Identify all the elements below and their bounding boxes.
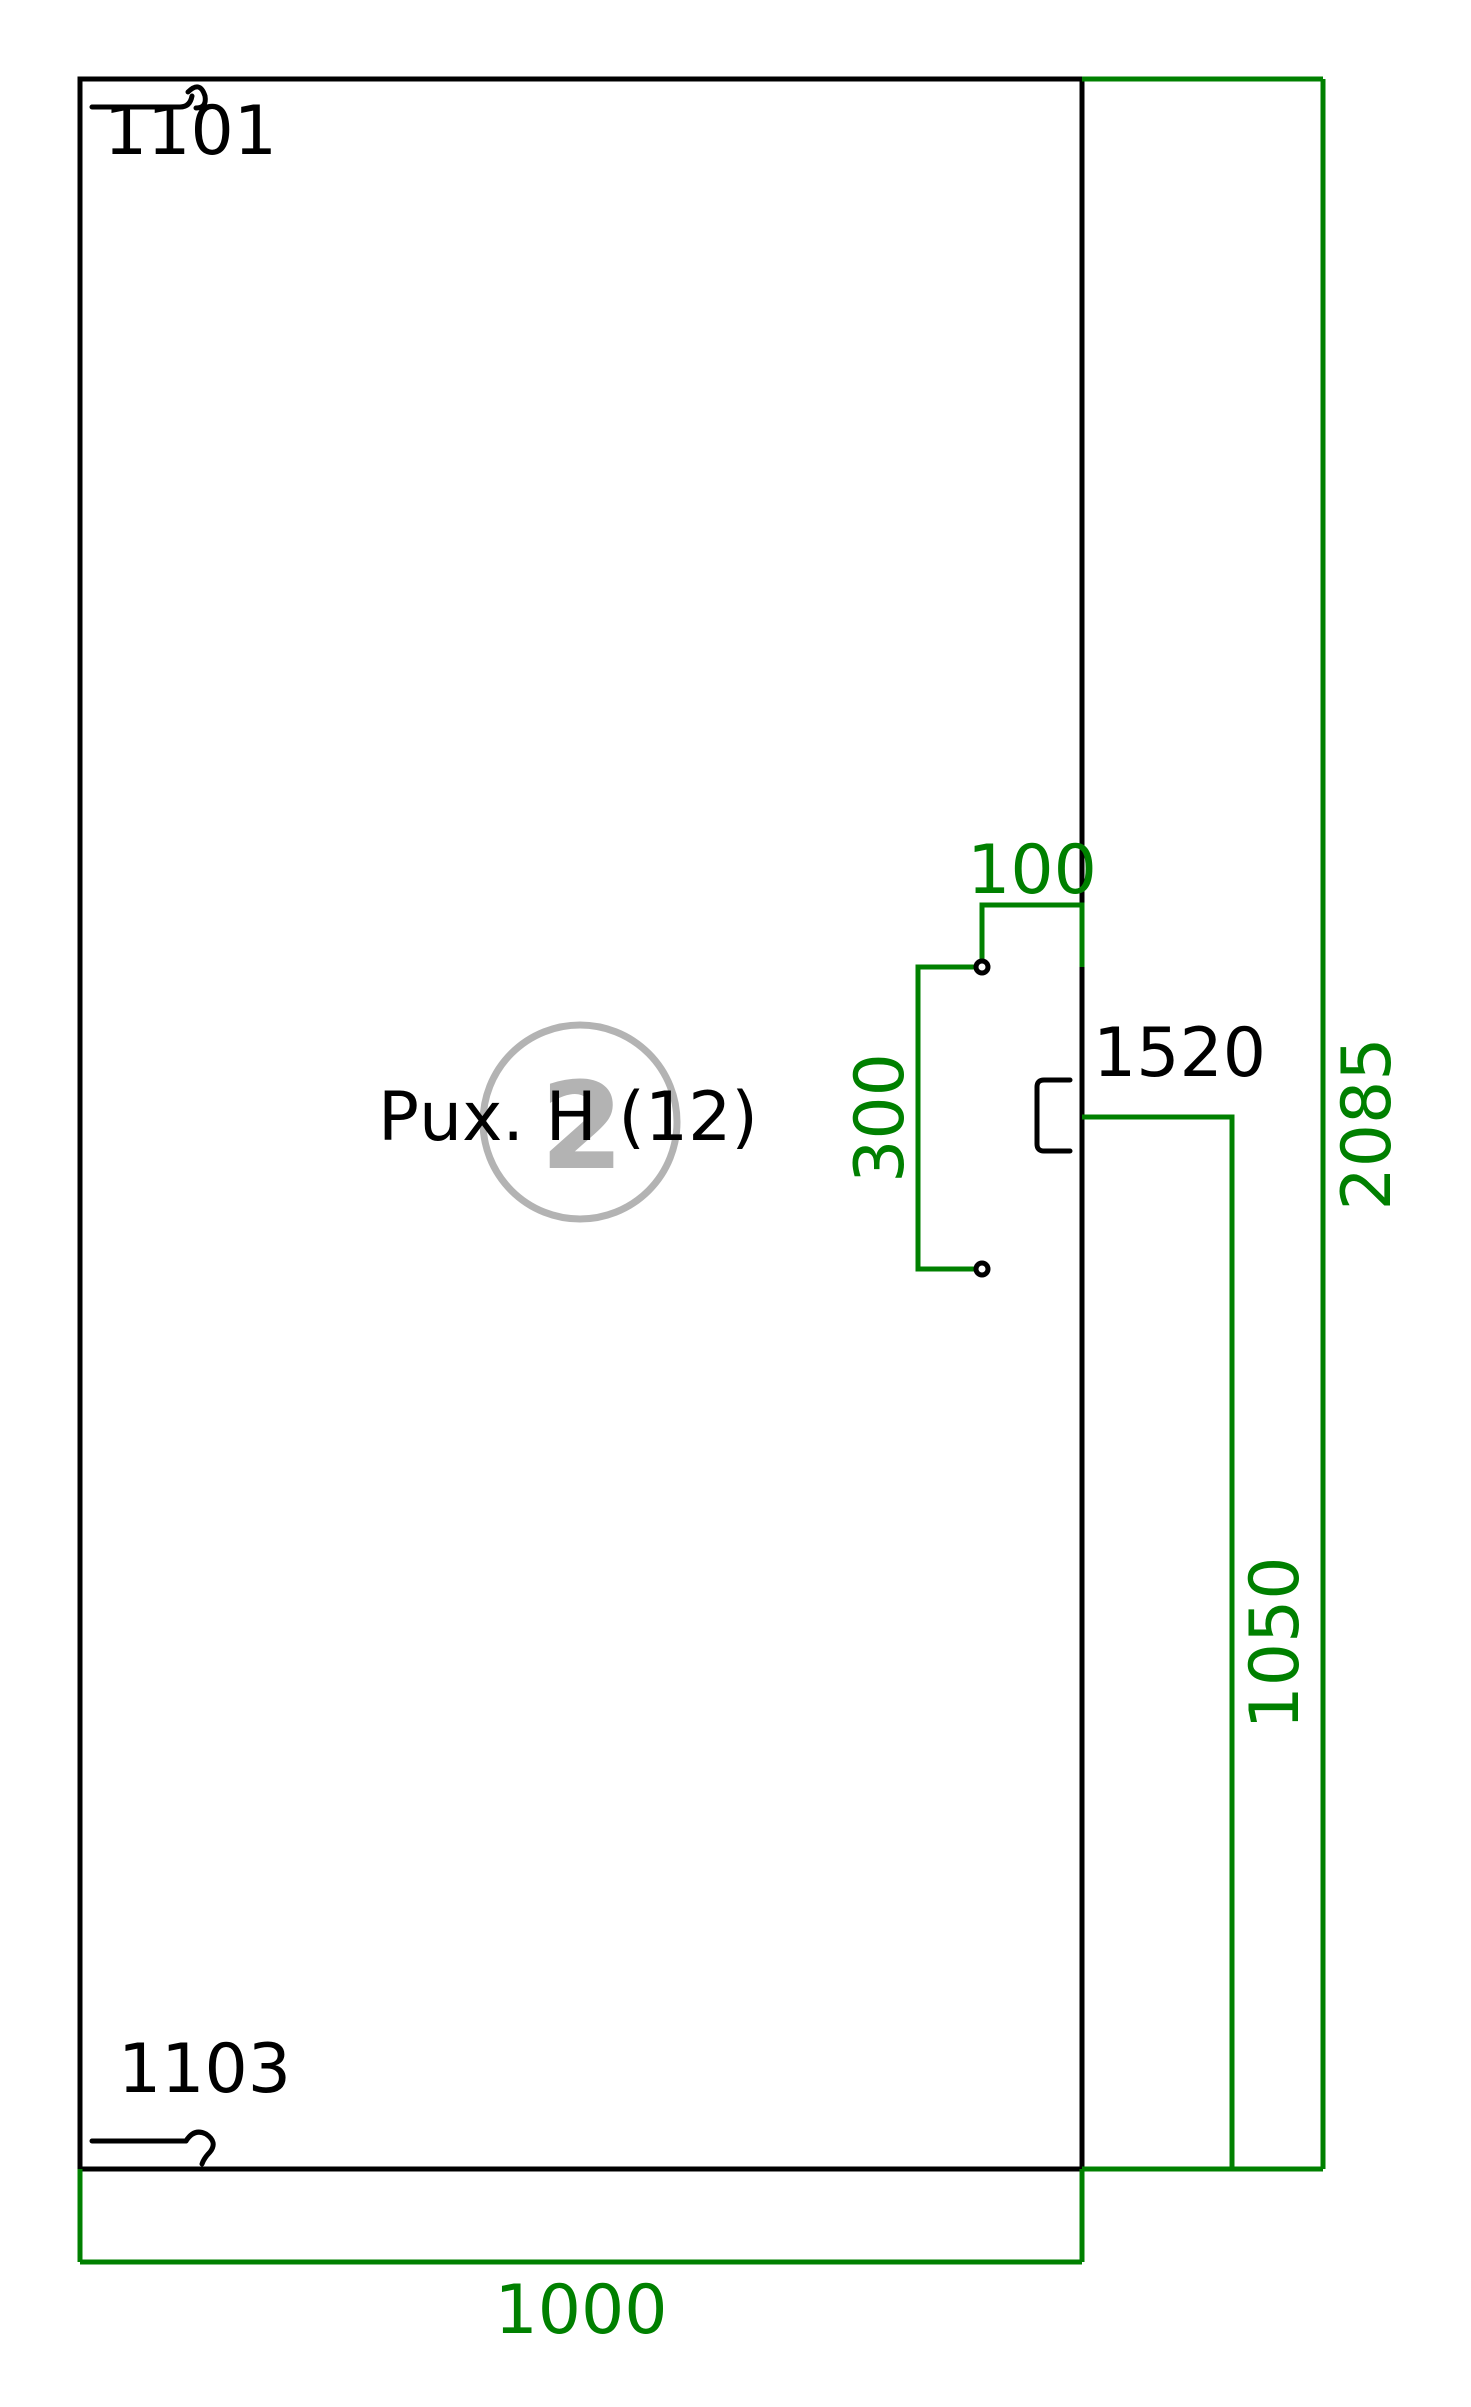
dim-hole-spacing-label: 300 <box>841 1053 920 1183</box>
dim-edge-offset-line <box>979 902 1085 967</box>
panel-mark-circle <box>479 1021 681 1223</box>
hinge-bottom-code: 1103 <box>118 2030 291 2109</box>
panel-outline <box>77 76 1085 2172</box>
dim-hole-spacing-line <box>915 964 982 1272</box>
dim-height-line <box>1082 76 1326 2172</box>
dim-handle-height-line <box>1082 1114 1235 2169</box>
dim-edge-offset-label: 100 <box>967 831 1097 910</box>
hole-bottom-icon <box>973 1260 991 1278</box>
hole-top-icon <box>973 958 991 976</box>
handle-icon <box>1034 1077 1073 1154</box>
handle-code: 1520 <box>1093 1014 1266 1093</box>
dim-width-line <box>77 2169 1085 2265</box>
hinge-bottom-icon <box>89 2129 216 2167</box>
dimension-lines <box>77 76 1326 2265</box>
dim-handle-height-label: 1050 <box>1236 1556 1315 1729</box>
dim-height-label: 2085 <box>1328 1037 1407 1210</box>
dim-width-label: 1000 <box>494 2271 667 2350</box>
panel-label: Рuх. Н (12) <box>378 1078 758 1157</box>
panel-number: 2 <box>540 1058 624 1197</box>
hinge-top-icon <box>89 84 208 111</box>
hinge-top-code: 1101 <box>104 92 277 171</box>
